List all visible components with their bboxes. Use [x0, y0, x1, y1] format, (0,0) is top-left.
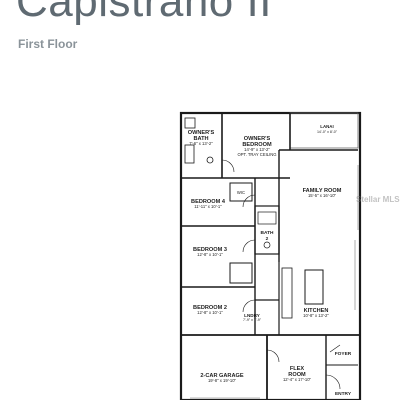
bath2-label-1: BATH [261, 230, 275, 236]
garage-dim: 19'-8" x 19'-10" [208, 378, 237, 383]
owners-bath-label-2: BATH [193, 136, 208, 142]
lanai-dim: 14'-0" x 8'-0" [317, 130, 338, 134]
laundry-dim: 7'-9" x 7'-9" [243, 318, 262, 322]
watermark: Stellar MLS [356, 195, 400, 204]
walls [179, 111, 362, 400]
plan-title: Capistrano II [16, 0, 272, 26]
garage-label: 2-CAR GARAGE [200, 373, 243, 379]
family-room-label: FAMILY ROOM [303, 188, 342, 194]
foyer-label: FOYER [335, 351, 352, 357]
owners-bedroom-label-2: BEDROOM [242, 142, 272, 148]
laundry-label: LNDRY [244, 313, 260, 318]
owners-bedroom-note: OPT. TRAY CEILING [237, 152, 276, 157]
flex-dim: 12'-4" x 17'-10" [283, 377, 312, 382]
bedroom3-dim: 12'-8" x 10'-1" [197, 252, 223, 257]
bath2-label-2: 2 [266, 236, 269, 242]
owners-bath-label-1: OWNER'S [188, 130, 215, 136]
kitchen-label: KITCHEN [304, 308, 329, 314]
floor-label: First Floor [18, 37, 78, 51]
bedroom2-label: BEDROOM 2 [193, 305, 227, 311]
wic-label: WIC [237, 190, 245, 195]
lanai-label: LANAI [320, 124, 333, 129]
flex-label-2: ROOM [288, 372, 306, 378]
kitchen-dim: 10'-8" x 13'-2" [303, 313, 329, 318]
owners-bedroom-dim: 14'-9" x 13'-2" [244, 147, 270, 152]
room-labels: OWNER'S BATH 7'-6" x 13'-2" OWNER'S BEDR… [188, 124, 352, 397]
owners-bath-dim: 7'-6" x 13'-2" [189, 141, 213, 146]
bedroom4-label: BEDROOM 4 [191, 199, 226, 205]
flex-label-1: FLEX [290, 366, 305, 372]
bedroom3-label: BEDROOM 3 [193, 247, 227, 253]
bedroom4-dim: 11'-11" x 10'-1" [194, 204, 222, 209]
owners-bedroom-label-1: OWNER'S [244, 136, 271, 142]
family-room-dim: 15'-5" x 16'-10" [308, 193, 337, 198]
entry-label: ENTRY [335, 391, 352, 397]
bedroom2-dim: 12'-8" x 10'-1" [197, 310, 223, 315]
